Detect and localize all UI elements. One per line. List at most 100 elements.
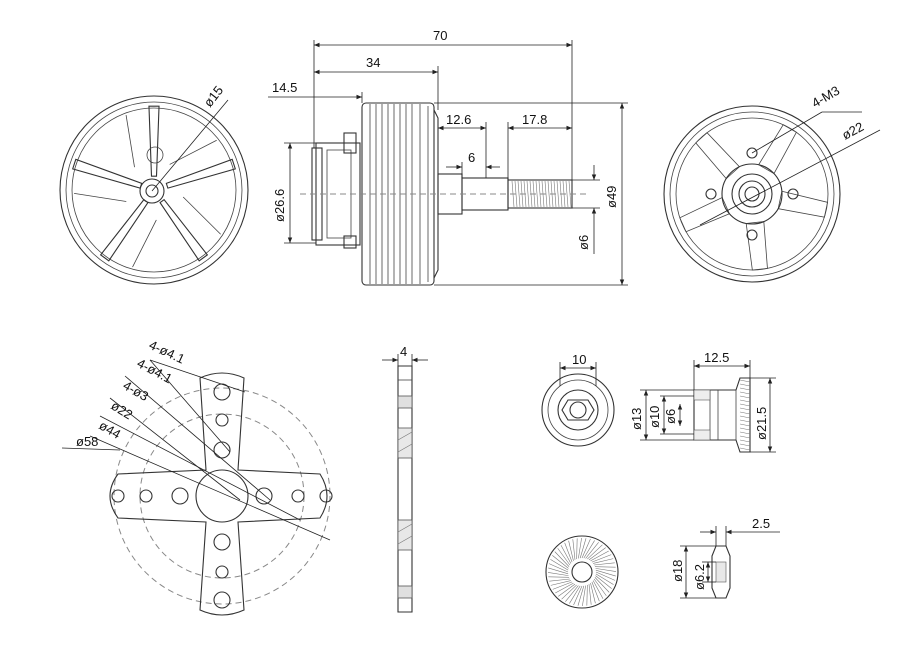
- mount-thickness: 4: [400, 344, 407, 359]
- serration-line: [550, 580, 571, 586]
- knurl-line: [739, 423, 751, 427]
- serration-line: [565, 585, 579, 602]
- dim-base-dia: ø26.6: [272, 189, 287, 222]
- rear-holes-label: 4-M3: [809, 83, 842, 111]
- dim-overall: 70: [433, 28, 447, 43]
- serration-line: [591, 581, 600, 602]
- serration-line: [595, 571, 616, 581]
- adapter-flange-dia: ø21.5: [754, 407, 769, 440]
- adapter-side: 12.5 ø13 ø10 ø6 ø21.5: [629, 350, 776, 453]
- front-spoke: [148, 105, 160, 177]
- serration-line: [578, 537, 582, 559]
- knurl-line: [739, 435, 751, 439]
- front-spoke: [99, 198, 149, 262]
- serration-line: [577, 585, 585, 606]
- thread-line: [556, 180, 560, 208]
- washer-front: [545, 535, 619, 609]
- front-rib: [182, 196, 221, 235]
- front-spoke: [71, 158, 143, 189]
- front-rib: [132, 219, 157, 268]
- front-spoke: [159, 198, 209, 262]
- serration-line: [560, 545, 572, 564]
- front-dia-leader: [151, 99, 229, 192]
- serration-line: [549, 578, 570, 582]
- serration-line: [557, 548, 571, 566]
- serration-line: [585, 542, 599, 559]
- serration-line: [594, 562, 615, 566]
- serration-line: [547, 572, 569, 576]
- serration-line: [552, 581, 573, 590]
- serration-line: [588, 547, 606, 561]
- serration-line: [586, 584, 588, 606]
- serration-line: [593, 558, 614, 564]
- front-star-spokes: [71, 105, 237, 268]
- side-view: 70 34 14.5 12.6 17.8 6 ø26.6 ø49: [268, 28, 628, 286]
- rear-spoke: [679, 197, 730, 233]
- serration-line: [548, 563, 569, 573]
- front-spoke: [165, 158, 237, 189]
- washer-outer: ø18: [670, 560, 685, 582]
- adapter-dia-0: ø13: [629, 408, 644, 430]
- serration-line: [555, 582, 574, 594]
- serration-line: [593, 578, 607, 596]
- serration-line: [573, 585, 583, 606]
- knurl-line: [739, 395, 751, 399]
- serration-line: [554, 551, 570, 567]
- serration-line: [583, 540, 595, 559]
- knurl-line: [739, 407, 751, 411]
- mount-label-3: ø22: [108, 398, 135, 423]
- rear-spoke: [758, 124, 797, 175]
- mount-side: 4: [382, 344, 428, 613]
- knurl-line: [739, 403, 751, 407]
- serration-line: [572, 539, 576, 560]
- rear-spoke: [745, 221, 768, 271]
- knurl-line: [739, 391, 751, 395]
- adapter-length: 12.5: [704, 350, 729, 365]
- washer-serrations: [547, 537, 617, 607]
- serration-line: [552, 555, 569, 569]
- serration-line: [591, 554, 612, 563]
- knurl-line: [739, 419, 751, 423]
- thread-line: [517, 180, 521, 208]
- serration-line: [595, 568, 617, 572]
- serration-line: [581, 538, 591, 559]
- serration-line: [582, 585, 586, 607]
- dim-shaft-step: 12.6: [446, 112, 471, 127]
- thread-line: [526, 180, 530, 208]
- adapter-dia-2: ø6: [663, 409, 678, 424]
- dim-base: 14.5: [272, 80, 297, 95]
- dim-shaft-dia: ø6: [576, 235, 591, 250]
- rear-spoke: [695, 132, 740, 180]
- rear-view: 4-M3 ø22: [663, 83, 881, 283]
- washer-thickness: 2.5: [752, 516, 770, 531]
- serration-line: [590, 550, 609, 562]
- serration-line: [594, 577, 610, 593]
- serration-line: [558, 583, 576, 597]
- serration-line: [561, 584, 577, 600]
- serration-line: [587, 544, 603, 560]
- knurl-line: [739, 415, 751, 419]
- washer-side: 2.5 ø18 ø6.2: [670, 516, 780, 599]
- front-rib: [74, 193, 127, 202]
- front-view: ø15: [59, 83, 249, 285]
- mount-label-2: 4-ø3: [121, 378, 152, 404]
- serration-line: [564, 542, 573, 563]
- thread-line: [535, 180, 539, 208]
- serration-line: [548, 567, 569, 575]
- dim-bell: 34: [366, 55, 380, 70]
- serration-line: [594, 566, 616, 568]
- serration-line: [595, 573, 614, 585]
- mount-cross: 4-ø4.1 4-ø4.1 4-ø3 ø22 ø44 ø58: [61, 337, 333, 616]
- thread-line: [547, 180, 551, 208]
- mount-label-4: ø44: [97, 418, 124, 442]
- front-dia-label: ø15: [201, 83, 227, 110]
- front-rib: [125, 114, 135, 168]
- thread-line: [565, 180, 569, 208]
- serration-line: [576, 538, 578, 560]
- serration-line: [592, 580, 604, 599]
- serration-line: [588, 584, 592, 605]
- knurl-line: [739, 379, 751, 383]
- adapter-width: 10: [572, 352, 586, 367]
